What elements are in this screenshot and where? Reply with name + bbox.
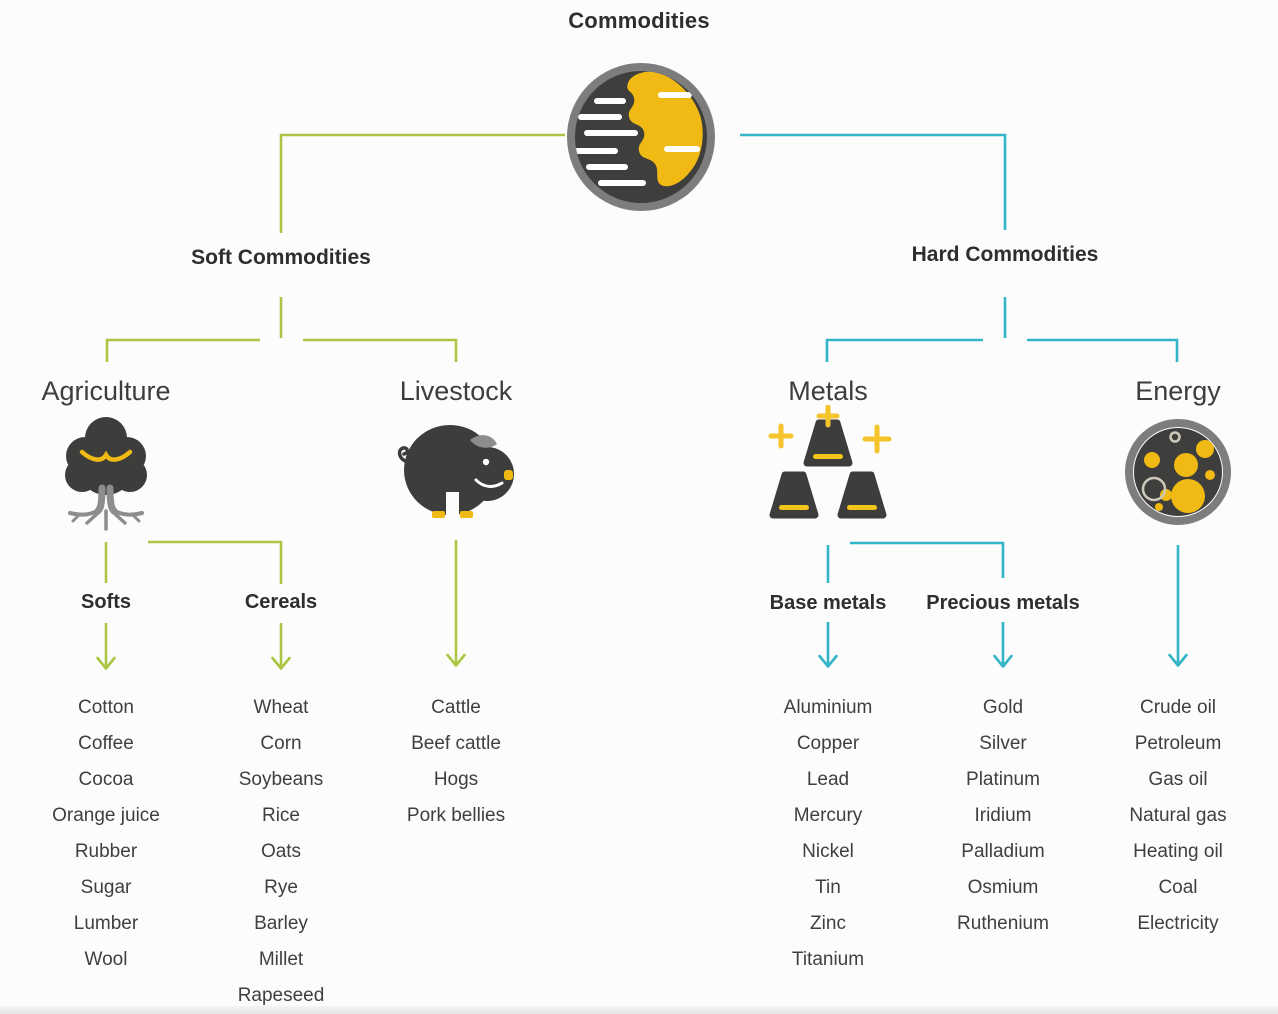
list-item: Osmium [967,877,1039,898]
list-item: Cotton [78,697,134,718]
list-item: Coffee [78,733,134,754]
list-item: Corn [260,733,302,754]
list-item: Millet [258,949,304,970]
list-item: Barley [254,913,308,934]
list-item: Rubber [74,841,138,862]
list-item: Platinum [966,769,1040,790]
softs-group-label: Softs [81,591,131,613]
bottom-edge-strip [0,1006,1278,1014]
list-item: Beef cattle [411,733,501,754]
list-item: Rice [261,805,300,826]
list-item: Nickel [802,841,854,862]
precious-metals-group-label: Precious metals [926,592,1080,614]
list-item: Iridium [974,805,1032,826]
energy-label: Energy [1135,376,1221,406]
pig-icon [397,425,514,519]
list-item: Pork bellies [406,805,506,826]
list-item: Electricity [1137,913,1219,934]
list-item: Oats [260,841,302,862]
list-item: Silver [979,733,1027,754]
list-item: Wool [84,949,128,970]
tree-icon [65,417,147,531]
list-item: Hogs [433,769,479,790]
gold-ingots-icon [768,405,892,519]
list-item: Orange juice [52,805,160,826]
diagram-title: Commodities [568,8,710,33]
list-item: Rye [264,877,298,898]
list-item: Cattle [431,697,481,718]
list-item: Sugar [80,877,132,898]
list-item: Natural gas [1129,805,1227,826]
globe-icon [567,63,715,211]
list-item: Tin [815,877,841,898]
list-item: Aluminium [783,697,873,718]
list-item: Titanium [791,949,865,970]
list-item: Rapeseed [237,985,325,1006]
cereals-group-label: Cereals [244,591,318,613]
list-item: Petroleum [1134,733,1222,754]
soft-commodities-label: Soft Commodities [191,246,371,269]
list-item: Ruthenium [957,913,1049,934]
hard-commodities-label: Hard Commodities [911,243,1099,266]
list-item: Heating oil [1133,841,1223,862]
agriculture-label: Agriculture [41,376,171,406]
list-item: Crude oil [1139,697,1217,718]
list-item: Lead [806,769,850,790]
metals-label: Metals [788,376,868,406]
list-item: Copper [796,733,860,754]
list-item: Coal [1158,877,1198,898]
list-item: Gold [982,697,1024,718]
list-item: Zinc [810,913,846,934]
list-item: Gas oil [1148,769,1208,790]
list-item: Mercury [793,805,863,826]
oil-bubbles-icon [1125,419,1231,525]
livestock-label: Livestock [399,376,513,406]
list-item: Wheat [253,697,309,718]
list-item: Cocoa [78,769,134,790]
list-item: Lumber [73,913,139,934]
list-item: Palladium [961,841,1045,862]
list-item: Soybeans [238,769,324,790]
base-metals-group-label: Base metals [769,592,887,614]
